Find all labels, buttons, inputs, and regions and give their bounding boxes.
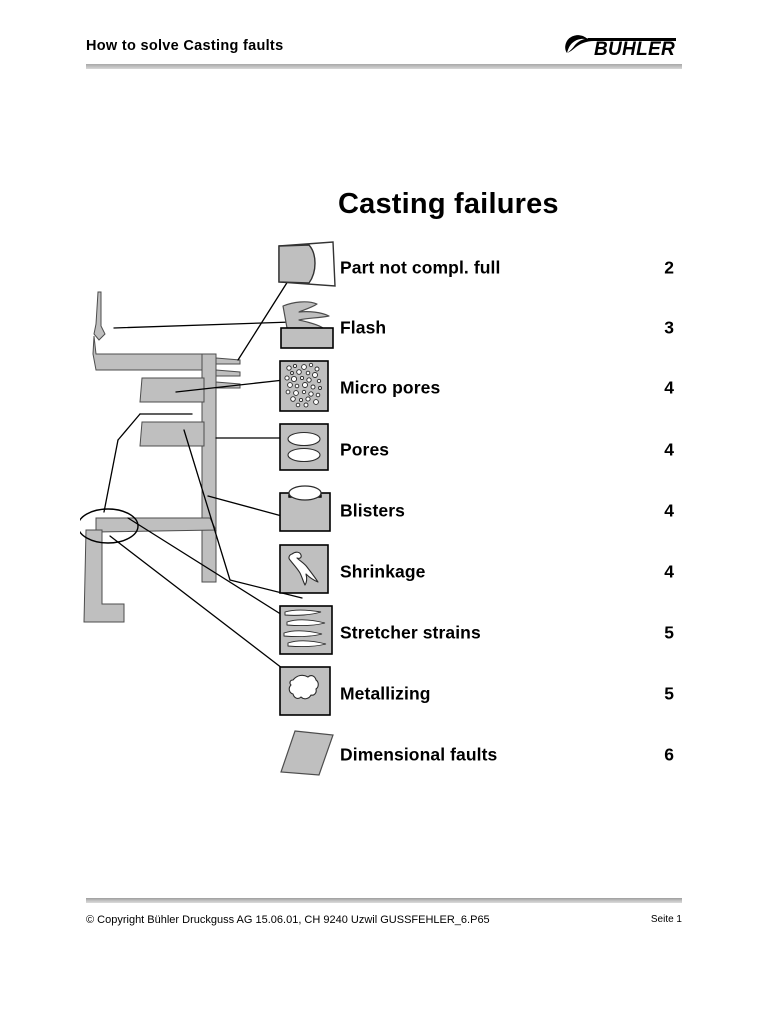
toc-page-number: 4 [664,561,674,582]
toc-row-metallizing[interactable]: Metallizing 5 [270,664,682,724]
metallizing-icon [275,664,341,720]
footer-page-label: Seite 1 [650,914,682,925]
header-divider [86,64,682,69]
toc-row-part-not-compl-full[interactable]: Part not compl. full 2 [270,238,682,298]
page-title: Casting failures [338,188,559,220]
toc-row-flash[interactable]: Flash 3 [270,298,682,358]
toc-page-number: 5 [664,683,674,704]
toc-row-pores[interactable]: Pores 4 [270,420,682,480]
toc-label: Shrinkage [340,561,426,582]
toc-page-number: 4 [664,377,674,398]
stretcher-strains-icon [275,603,341,659]
svg-text:BÜHLER: BÜHLER [594,39,675,60]
toc-label: Metallizing [340,683,431,704]
toc-row-micro-pores[interactable]: Micro pores 4 [270,358,682,418]
micro-pores-icon [275,358,341,414]
blisters-icon [275,481,341,537]
toc-page-number: 5 [664,622,674,643]
casting-cross-section-diagram [77,230,340,750]
header-title: How to solve Casting faults [86,38,284,54]
toc-label: Micro pores [340,377,441,398]
toc-label: Flash [340,317,387,338]
toc-row-stretcher-strains[interactable]: Stretcher strains 5 [270,603,682,663]
part-not-completely-full-icon [275,238,341,294]
toc-label: Dimensional faults [340,744,498,765]
copyright-text: © Copyright Bühler Druckguss AG 15.06.01… [86,914,490,926]
toc-label: Stretcher strains [340,622,481,643]
toc-page-number: 4 [664,500,674,521]
toc-row-shrinkage[interactable]: Shrinkage 4 [270,542,682,602]
dimensional-faults-icon [275,725,341,781]
toc-page-number: 4 [664,439,674,460]
pores-icon [275,420,341,476]
toc-row-blisters[interactable]: Blisters 4 [270,481,682,541]
shrinkage-icon [275,542,341,598]
flash-icon [275,298,341,354]
toc-label: Part not compl. full [340,257,501,278]
footer-divider [86,898,682,903]
toc-page-number: 3 [664,317,674,338]
toc-row-dimensional-faults[interactable]: Dimensional faults 6 [270,725,682,785]
toc-label: Pores [340,439,390,460]
toc-label: Blisters [340,500,405,521]
page-header: How to solve Casting faults BÜHLER [86,32,682,76]
buhler-logo: BÜHLER [564,32,682,60]
page-footer: © Copyright Bühler Druckguss AG 15.06.01… [86,898,682,938]
toc-page-number: 6 [664,744,674,765]
toc-page-number: 2 [664,257,674,278]
